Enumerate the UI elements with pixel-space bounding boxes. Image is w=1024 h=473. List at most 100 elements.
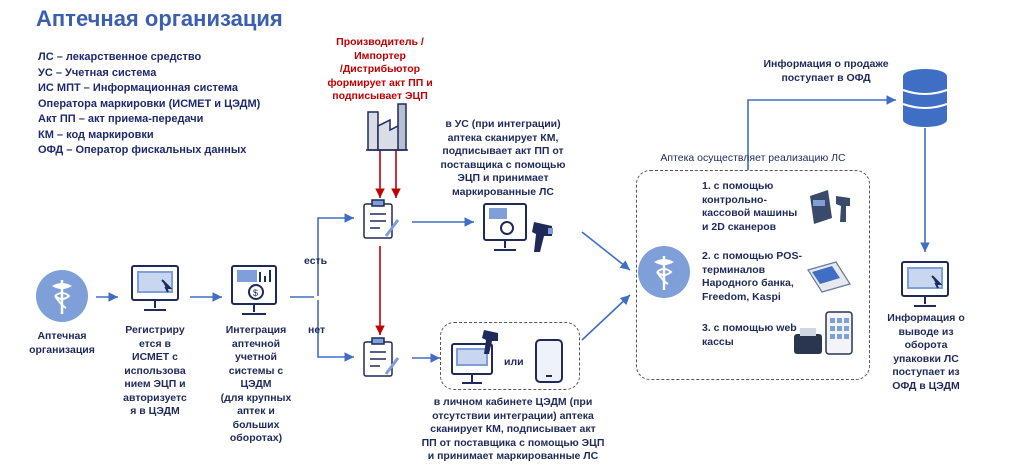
integration-computer-icon: $ xyxy=(231,265,277,315)
text-line: /Дистрибьютор xyxy=(339,63,421,75)
text-line: (для крупных xyxy=(220,391,292,404)
ofd-sale-label: Информация о продаже поступает в ОФД xyxy=(756,58,896,85)
text-line: кассы xyxy=(702,335,734,348)
text-line: Производитель / xyxy=(336,36,424,48)
text-line: поступает из xyxy=(892,366,960,378)
red-arrows xyxy=(375,150,401,335)
cabinet-box xyxy=(440,322,580,390)
text-line: маркированные ЛС xyxy=(452,185,554,198)
us-computer-icon xyxy=(483,203,527,251)
text-line: сканирует КМ, подписывает акт xyxy=(430,423,596,435)
text-line: ОФД в ЦЭДМ xyxy=(892,379,960,392)
cabinet-computer-icon xyxy=(451,343,493,384)
legend-item: ИС МПТ – Информационная система xyxy=(38,82,238,94)
text-line: ЦЭДМ xyxy=(240,378,272,390)
text-line: в УС (при интеграции) xyxy=(445,118,561,130)
text-line: 1. с помощью xyxy=(702,180,774,192)
text-line: системы с xyxy=(228,364,284,377)
text-line: терминалов xyxy=(702,263,766,276)
text-line: оборота xyxy=(904,339,948,351)
legend: ЛС – лекарственное средство УС – Учетная… xyxy=(38,50,260,159)
text-line: и принимает маркированные ЛС xyxy=(427,450,599,462)
sales-pharmacy-icon xyxy=(638,246,690,298)
sales-title: Аптека осуществляет реализацию ЛС xyxy=(660,152,846,164)
cedm-computer-icon xyxy=(901,261,949,307)
text-line: Импортер xyxy=(354,49,406,62)
sales-option-2: 2. с помощью POS- терминалов Народного б… xyxy=(702,250,806,304)
branch-yes-label: есть xyxy=(304,255,328,267)
scanner-icon xyxy=(532,222,553,252)
text-line: отсутствии интеграции) аптека xyxy=(432,409,594,422)
svg-text:$: $ xyxy=(253,288,258,298)
database-icon xyxy=(902,69,948,127)
pos-terminal-icon xyxy=(807,261,851,293)
text-line: контрольно- xyxy=(702,193,767,206)
text-line: подписывает ЭЦП xyxy=(332,90,428,102)
text-line: аптек и xyxy=(237,405,275,417)
text-line: я в ЦЭДМ xyxy=(130,405,180,417)
text-line: ется в xyxy=(138,337,172,350)
text-line: оборотах) xyxy=(229,432,283,444)
register-computer-icon xyxy=(131,265,179,311)
text-line: и 2D сканеров xyxy=(702,220,777,233)
text-line: авторизуетс xyxy=(123,391,187,404)
text-line: аптека сканирует КМ, xyxy=(447,131,559,144)
text-line: подписывает акт ПП от xyxy=(442,145,564,157)
text-line: в личном кабинете ЦЭДМ (при xyxy=(433,396,593,408)
text-line: поставщика с помощью xyxy=(440,158,566,171)
text-line: использова xyxy=(124,364,186,377)
text-line: Информация о xyxy=(887,312,965,324)
text-line: ЭЦП и принимает xyxy=(457,172,549,184)
text-line: ПП от поставщика с помощью ЭЦП xyxy=(421,436,605,449)
text-line: Народного банка, xyxy=(702,277,794,289)
sales-box xyxy=(636,170,870,380)
text-line: аптечной xyxy=(231,337,281,350)
legend-item: КМ – код маркировки xyxy=(38,128,154,141)
clipboard-icon xyxy=(363,199,400,239)
text-line: кассовой машины xyxy=(702,207,798,219)
receipt-printer-icon xyxy=(794,328,822,354)
cash-register-icon xyxy=(810,190,832,224)
2d-scanner-icon xyxy=(836,196,850,222)
text-line: 2. с помощью POS- xyxy=(702,250,802,262)
text-line: выводе из xyxy=(898,325,954,338)
legend-item: ЛС – лекарственное средство xyxy=(38,51,202,63)
tablet-icon xyxy=(825,311,853,355)
register-label: Регистриру ется в ИСМЕТ с использова ние… xyxy=(112,324,198,419)
branch-no-label: нет xyxy=(308,324,326,336)
or-label: или xyxy=(504,356,524,368)
page-title: Аптечная организация xyxy=(36,6,283,31)
legend-item: Акт ПП – акт приема-передачи xyxy=(38,113,204,125)
text-line: ИСМЕТ с xyxy=(132,351,178,363)
legend-item: Оператора маркировки (ИСМЕТ и ЦЭДМ) xyxy=(38,97,261,110)
phone-icon xyxy=(535,339,563,383)
text-line: Информация о продаже xyxy=(763,58,889,70)
clipboard-icon-bottom xyxy=(363,337,400,377)
text-line: поступает в ОФД xyxy=(781,71,871,84)
legend-item: УС – Учетная система xyxy=(38,66,157,79)
text-line: 3. с помощью web xyxy=(702,322,797,334)
sales-option-1: 1. с помощью контрольно- кассовой машины… xyxy=(702,180,806,234)
text-line: формирует акт ПП и xyxy=(327,76,433,89)
pharmacy-icon xyxy=(36,270,88,322)
text-line: больших xyxy=(232,418,280,431)
text-line: Freedom, Kaspi xyxy=(702,290,781,303)
text-line: Аптечная xyxy=(37,330,87,342)
ofd-withdraw-label: Информация о выводе из оборота упаковки … xyxy=(878,312,974,393)
us-description: в УС (при интеграции) аптека сканирует К… xyxy=(430,118,576,199)
factory-icon xyxy=(366,103,408,151)
cabinet-description: в личном кабинете ЦЭДМ (при отсутствии и… xyxy=(420,396,606,464)
scanner-icon-small xyxy=(482,330,498,354)
text-line: упаковки ЛС xyxy=(893,352,959,365)
text-line: учетной xyxy=(235,351,277,363)
legend-item: ОФД – Оператор фискальных данных xyxy=(38,144,247,156)
manufacturer-label: Производитель / Импортер /Дистрибьютор ф… xyxy=(318,36,442,104)
integration-label: Интеграция аптечной учетной системы с ЦЭ… xyxy=(208,324,304,446)
flow-arrows xyxy=(96,95,930,363)
sales-option-3: 3. с помощью web кассы xyxy=(702,322,806,349)
text-line: организация xyxy=(29,343,95,356)
text-line: нием ЭЦП и xyxy=(124,378,186,390)
pharmacy-label: Аптечная организация xyxy=(20,330,104,357)
text-line: Интеграция xyxy=(225,324,287,336)
